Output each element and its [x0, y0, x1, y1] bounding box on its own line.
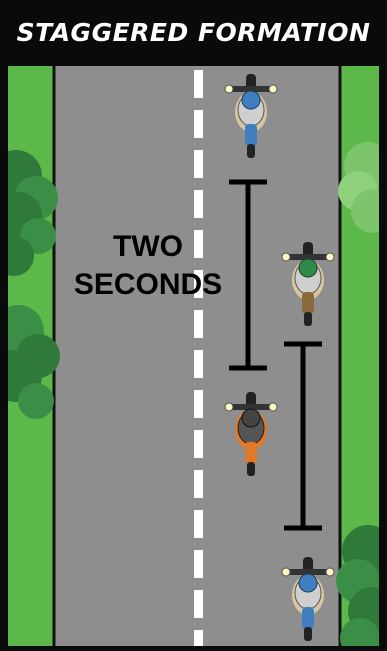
lane-divider	[194, 70, 203, 646]
diagram-title: STAGGERED FORMATION	[0, 0, 387, 66]
gap-label-line1: TWO	[113, 230, 183, 263]
road-scene: TWO SECONDS	[8, 66, 379, 646]
gap-label-line2: SECONDS	[74, 268, 222, 301]
